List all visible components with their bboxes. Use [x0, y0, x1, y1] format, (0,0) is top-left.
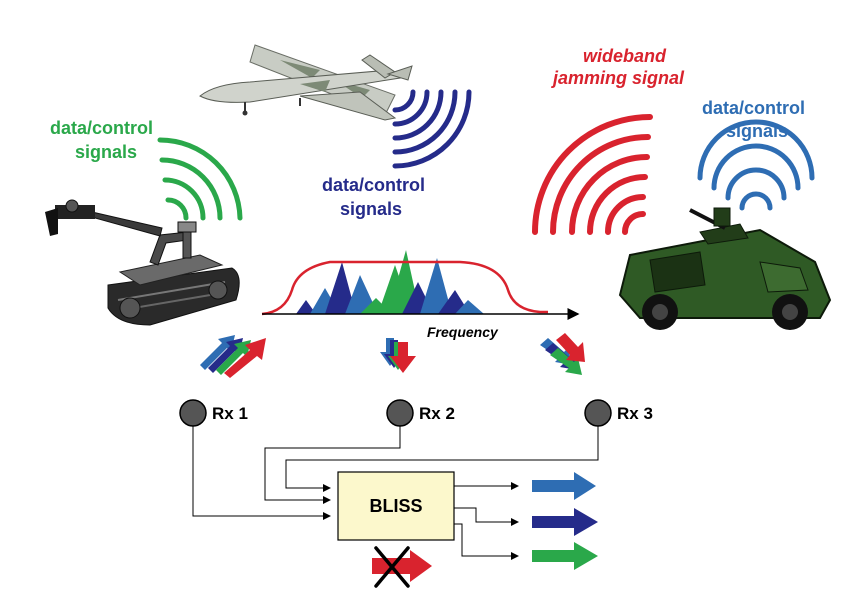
incoming-signals-rx3 — [540, 333, 585, 375]
spectrum-peak — [455, 300, 484, 314]
jamming-label-line2: jamming signal — [551, 68, 685, 88]
robot-signals-label-line1: data/control — [50, 118, 153, 138]
vehicle-signals-label-line2: signals — [726, 121, 788, 141]
spectrum-peak — [325, 262, 356, 314]
rx3-antenna — [584, 399, 612, 427]
robot-signal-waves-icon — [157, 137, 243, 221]
output-arrow-green — [532, 542, 598, 570]
incoming-signals-rx1 — [200, 335, 266, 378]
drone-signals-label-line2: signals — [340, 199, 402, 219]
rx3-label: Rx 3 — [617, 404, 653, 423]
jamming-envelope — [261, 260, 548, 316]
drone-signal-waves-icon — [392, 89, 472, 169]
incoming-signals-rx2 — [380, 338, 416, 373]
bliss-label: BLISS — [369, 496, 422, 516]
bliss-outputs — [454, 482, 519, 560]
rx1-antenna — [179, 399, 207, 427]
bliss-box — [337, 471, 455, 541]
drone-signals-label-line1: data/control — [322, 175, 425, 195]
drone-icon — [199, 44, 413, 121]
frequency-axis-label: Frequency — [427, 324, 499, 340]
jamming-label-line1: wideband — [583, 46, 667, 66]
output-arrow-navy — [532, 508, 598, 536]
military-vehicle-icon — [618, 207, 832, 330]
cross-icon — [374, 546, 410, 588]
robot-signals-label-line2: signals — [75, 142, 137, 162]
rx2-label: Rx 2 — [419, 404, 455, 423]
rx2-antenna — [386, 399, 414, 427]
rx1-label: Rx 1 — [212, 404, 248, 423]
output-arrow-blue — [532, 472, 596, 500]
receiver-wiring — [192, 426, 599, 520]
vehicle-signals-label-line1: data/control — [702, 98, 805, 118]
spectrum-peak — [296, 300, 316, 314]
ground-robot-icon — [45, 199, 240, 326]
vehicle-signal-waves-icon — [697, 119, 815, 211]
spectrum-plot — [261, 250, 580, 320]
spectrum-peak — [420, 258, 452, 314]
jamming-signal-waves-icon — [532, 114, 653, 235]
